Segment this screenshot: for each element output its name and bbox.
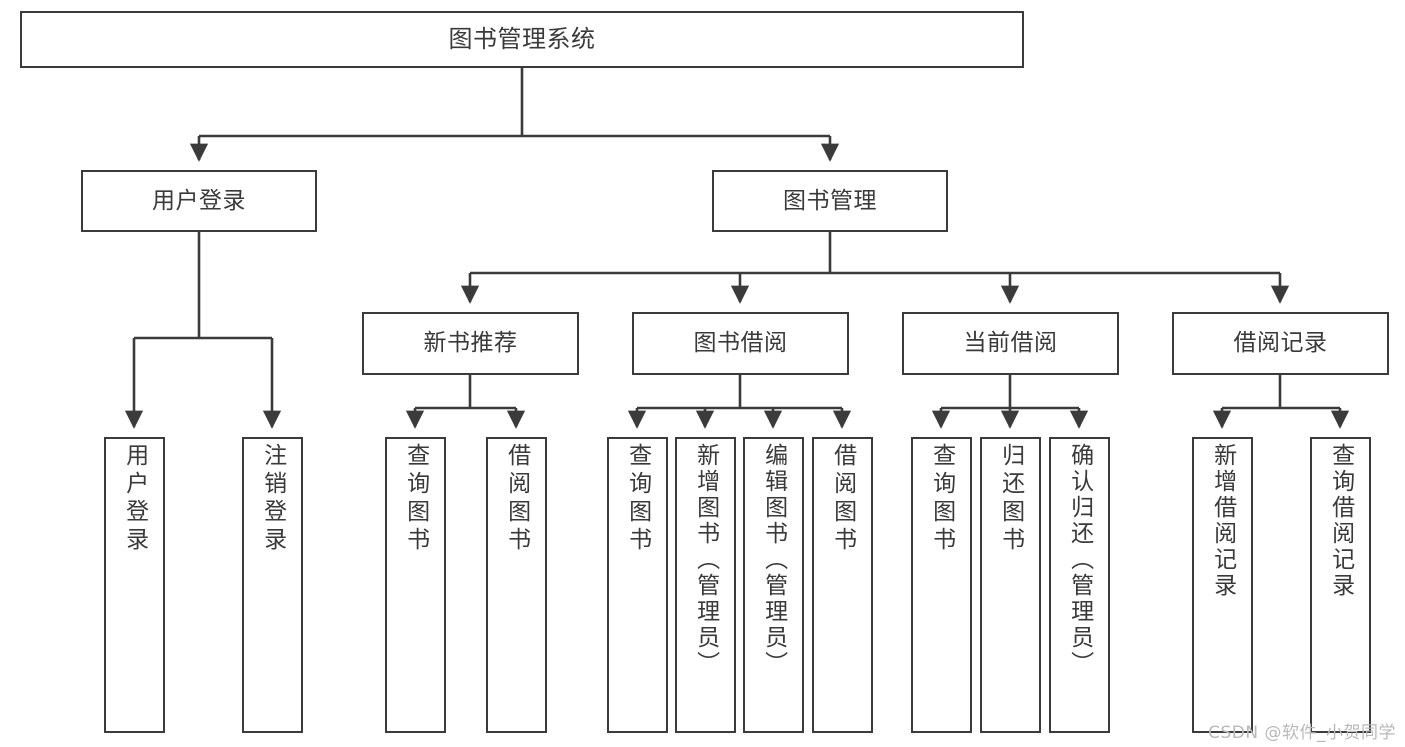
leaf-confirm-return-admin-label: 确认归还（管理员）: [1066, 443, 1093, 677]
node-current-borrow[interactable]: 当前借阅: [902, 312, 1119, 375]
node-root-system[interactable]: 图书管理系统: [20, 11, 1024, 68]
leaf-query-book-newbook[interactable]: 查询图书: [385, 437, 446, 733]
leaf-borrow-book-newbook-label: 借阅图书: [503, 443, 530, 555]
leaf-user-login[interactable]: 用户登录: [104, 437, 165, 733]
leaf-add-borrow-record[interactable]: 新增借阅记录: [1192, 437, 1253, 733]
leaf-borrow-book-label: 借阅图书: [829, 443, 856, 555]
node-borrow-record[interactable]: 借阅记录: [1172, 312, 1389, 375]
leaf-query-borrow-record-label: 查询借阅记录: [1327, 443, 1354, 599]
node-current-borrow-label: 当前借阅: [963, 330, 1058, 357]
leaf-add-book-admin-label: 新增图书（管理员）: [692, 443, 719, 677]
node-book-borrow-label: 图书借阅: [693, 330, 788, 357]
leaf-query-book-borrow[interactable]: 查询图书: [607, 437, 668, 733]
node-new-book-recommend-label: 新书推荐: [423, 330, 518, 357]
node-book-borrow[interactable]: 图书借阅: [632, 312, 849, 375]
node-book-management-label: 图书管理: [783, 187, 877, 214]
leaf-return-book[interactable]: 归还图书: [980, 437, 1041, 733]
node-user-login-label: 用户登录: [152, 187, 246, 214]
leaf-add-book-admin[interactable]: 新增图书（管理员）: [675, 437, 736, 733]
leaf-edit-book-admin-label: 编辑图书（管理员）: [760, 443, 787, 677]
leaf-logout-login[interactable]: 注销登录: [242, 437, 303, 733]
leaf-query-book-current[interactable]: 查询图书: [911, 437, 972, 733]
leaf-logout-login-label: 注销登录: [259, 443, 286, 555]
leaf-confirm-return-admin[interactable]: 确认归还（管理员）: [1049, 437, 1110, 733]
leaf-query-book-current-label: 查询图书: [928, 443, 955, 555]
leaf-query-borrow-record[interactable]: 查询借阅记录: [1310, 437, 1371, 733]
leaf-edit-book-admin[interactable]: 编辑图书（管理员）: [743, 437, 804, 733]
leaf-return-book-label: 归还图书: [997, 443, 1024, 555]
leaf-borrow-book-newbook[interactable]: 借阅图书: [486, 437, 547, 733]
leaf-add-borrow-record-label: 新增借阅记录: [1209, 443, 1236, 599]
node-borrow-record-label: 借阅记录: [1233, 330, 1328, 357]
node-new-book-recommend[interactable]: 新书推荐: [362, 312, 579, 375]
leaf-query-book-borrow-label: 查询图书: [624, 443, 651, 555]
node-root-label: 图书管理系统: [448, 24, 596, 53]
leaf-user-login-label: 用户登录: [121, 443, 148, 555]
node-user-login[interactable]: 用户登录: [81, 170, 317, 232]
leaf-query-book-newbook-label: 查询图书: [402, 443, 429, 555]
leaf-borrow-book[interactable]: 借阅图书: [812, 437, 873, 733]
watermark-text: CSDN @软件_小贺同学: [1208, 723, 1396, 743]
node-book-management[interactable]: 图书管理: [712, 170, 948, 232]
